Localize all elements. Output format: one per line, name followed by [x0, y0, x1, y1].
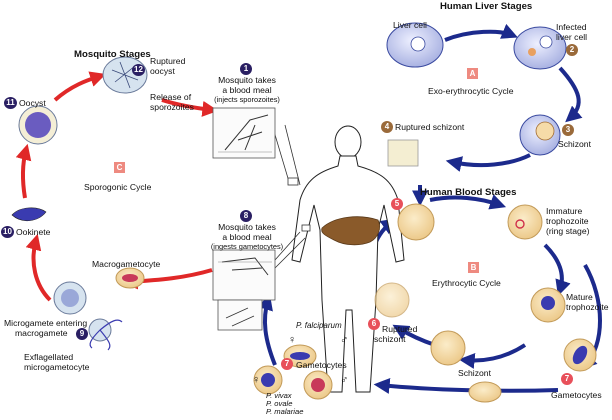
gametocytes-left-label: Gametocytes [296, 360, 347, 370]
step-8-label-line3: (ingests gametocytes) [210, 242, 284, 251]
liver-cell-label: Liver cell [393, 20, 427, 30]
step-8-label-line1: Mosquito takes [218, 222, 276, 232]
arrow-ring-to-mature [543, 243, 571, 297]
female-symbol-bottom: ♀ [252, 374, 261, 386]
step-11-label: Oocyst [19, 98, 46, 108]
cycle-b-box: B [468, 262, 479, 273]
cycle-a-label: Exo-erythrocytic Cycle [428, 86, 514, 96]
ruptured-liver-schizont [387, 139, 419, 167]
header-blood-stages: Human Blood Stages [420, 187, 517, 198]
exflagellated-label-line2: microgametocyte [24, 362, 90, 372]
step-11-badge: 11 [4, 97, 17, 109]
p-malariae-label: P. malariae [266, 407, 304, 416]
step-1-badge: 1 [240, 63, 252, 75]
human-figure [291, 125, 405, 393]
immature-label-line2: trophozoite [546, 216, 589, 226]
cycle-c-label: Sporogonic Cycle [84, 182, 152, 192]
arrow-gametocytes-to-mosquito [257, 293, 277, 366]
arrow-liver-to-infected [444, 23, 518, 42]
step-5-badge: 5 [391, 198, 403, 210]
arrow-mature-to-schizont [458, 343, 527, 369]
female-symbol-top: ♀ [288, 334, 297, 346]
merozoite-rbc [397, 203, 435, 241]
liver-organ [321, 216, 380, 246]
macrogametocyte-label: Macrogametocyte [92, 259, 161, 269]
blood-schizont-label: Schizont [458, 368, 491, 378]
release-label-line1: Release of [150, 92, 192, 102]
step-10-label: Ookinete [16, 227, 51, 237]
step-10-badge: 10 [1, 226, 14, 238]
step-6-label-line2: schizont [374, 334, 406, 344]
step-4-badge: 4 [381, 121, 393, 133]
arrow-oocyst-to-ruptured [53, 71, 107, 102]
step-9-label-line1: Microgamete entering [4, 318, 88, 328]
p-falciparum-label: P. falciparum [296, 321, 342, 330]
step-1-label-line1: Mosquito takes [218, 75, 276, 85]
step-8-label-line2: a blood meal [222, 232, 272, 242]
ookinete [11, 207, 47, 221]
blood-schizont-rbc [430, 330, 466, 366]
oocyst [18, 105, 58, 145]
male-symbol-top: ♂ [340, 334, 349, 346]
cycle-a-box: A [467, 68, 478, 79]
cycle-c-box: C [114, 162, 125, 173]
step-4-label: Ruptured schizont [395, 122, 465, 132]
ruptured-blood-schizont [374, 282, 410, 318]
male-symbol-bottom: ♂ [340, 374, 349, 386]
step-12-label-line1: Ruptured [150, 56, 186, 66]
gametocyte-rbc [563, 338, 597, 372]
gametocyte-bottom-rbc [468, 381, 502, 403]
step-7-label-right: Gametocytes [551, 390, 602, 400]
step-2-label-line2: liver cell [556, 32, 588, 42]
mature-trophozoite-rbc [530, 287, 566, 323]
arrow-infected-to-schizont [558, 66, 583, 123]
arrow-gametocytes-left [373, 377, 559, 394]
liver-cell [386, 22, 444, 68]
exflagellated-microgametocyte [88, 318, 123, 351]
arrow-sporozoites-to-mosquito [161, 98, 219, 117]
step-6-badge: 6 [368, 318, 380, 330]
header-mosquito-stages: Mosquito Stages [74, 49, 151, 60]
step-12-label-line2: oocyst [150, 66, 175, 76]
step-8-badge: 8 [240, 210, 252, 222]
exflagellated-label-line1: Exflagellated [24, 352, 74, 362]
arrow-schizont-to-ruptured [445, 153, 531, 172]
arrow-merozoite-to-ring [429, 194, 507, 210]
step-6-label-line1: Ruptured [382, 324, 418, 334]
step-2-label-line1: Infected [556, 22, 587, 32]
arrow-ookinete-to-oocyst [15, 143, 32, 199]
release-label-line2: sporozoites [150, 102, 194, 112]
ring-stage-rbc [507, 204, 543, 240]
mosquito-inset-1 [212, 107, 276, 159]
cycle-b-label: Erythrocytic Cycle [432, 278, 501, 288]
step-12-badge: 12 [132, 64, 145, 76]
macrogametocyte [115, 267, 145, 289]
step-3-label: Schizont [558, 139, 591, 149]
mosquito-inset-sub [217, 299, 263, 331]
macrogamete [53, 281, 87, 315]
liver-schizont [519, 114, 561, 156]
header-liver-stages: Human Liver Stages [440, 1, 533, 12]
step-7-badge-left: 7 [281, 358, 293, 370]
step-1-label-line3: (injects sporozoites) [214, 95, 280, 104]
step-9-badge: 9 [76, 328, 88, 340]
infected-liver-cell [513, 26, 567, 70]
mosquito-inset-8 [212, 249, 276, 301]
step-1-label-line2: a blood meal [222, 85, 272, 95]
step-9-label-line2: macrogamete [15, 328, 68, 338]
step-2-badge: 2 [566, 44, 578, 56]
step-3-badge: 3 [562, 124, 574, 136]
immature-label-line1: Immature [546, 206, 583, 216]
mature-label-line2: trophozoite [566, 302, 609, 312]
arrow-macro-to-ookinete [25, 233, 52, 302]
p-ovale-label: P. ovale [266, 399, 293, 408]
p-vivax-label: P. vivax [266, 391, 292, 400]
mature-label-line1: Mature [566, 292, 593, 302]
immature-label-line3: (ring stage) [546, 226, 590, 236]
step-7-badge-right: 7 [561, 373, 573, 385]
